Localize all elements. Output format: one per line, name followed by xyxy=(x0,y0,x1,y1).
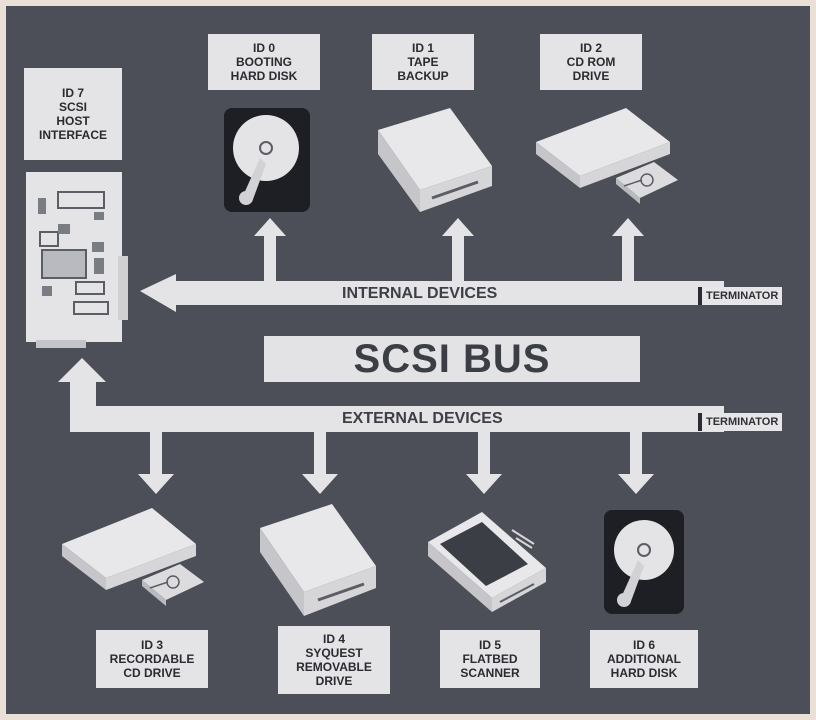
internal-bus-arrow xyxy=(140,274,724,312)
device-label-line: BOOTING xyxy=(236,55,292,69)
internal-branch-arrow xyxy=(442,218,474,281)
device-label-id5: ID 5 FLATBED SCANNER xyxy=(440,630,540,688)
terminator-external: TERMINATOR xyxy=(698,413,783,431)
external-branch-arrow xyxy=(138,432,174,494)
device-label-line: ID 2 xyxy=(579,41,602,55)
device-label-line: DRIVE xyxy=(315,674,353,688)
host-label-line: HOST xyxy=(56,114,90,128)
device-label-line: ADDITIONAL xyxy=(607,652,681,666)
device-label-line: REMOVABLE xyxy=(296,660,372,674)
device-label-id0: ID 0 BOOTING HARD DISK xyxy=(208,34,320,90)
device-label-line: TAPE xyxy=(407,55,439,69)
external-devices-label: EXTERNAL DEVICES xyxy=(342,410,503,427)
internal-branch-arrow xyxy=(612,218,644,281)
device-label-id1: ID 1 TAPE BACKUP xyxy=(372,34,474,90)
device-label-id4: ID 4 SYQUEST REMOVABLE DRIVE xyxy=(278,626,390,694)
external-branch-arrow xyxy=(466,432,502,494)
device-label-line: CD DRIVE xyxy=(123,666,181,680)
scsi-bus-title: SCSI BUS xyxy=(264,336,640,382)
external-branch-arrow xyxy=(302,432,338,494)
device-label-line: ID 6 xyxy=(632,638,655,652)
cd-drive-icon xyxy=(536,108,678,204)
device-label-line: CD ROM xyxy=(566,55,616,69)
device-label-line: FLATBED xyxy=(462,652,518,666)
external-branch-arrow xyxy=(618,432,654,494)
device-label-line: SCANNER xyxy=(460,666,520,680)
device-label-line: HARD DISK xyxy=(610,666,678,680)
device-label-line: ID 0 xyxy=(252,41,275,55)
host-label-line: ID 7 xyxy=(61,86,84,100)
device-label-line: RECORDABLE xyxy=(109,652,195,666)
device-label-line: HARD DISK xyxy=(230,69,298,83)
device-label-line: ID 1 xyxy=(411,41,434,55)
removable-drive-icon xyxy=(260,504,376,616)
host-label-line: INTERFACE xyxy=(38,128,107,142)
device-label-line: ID 4 xyxy=(322,632,345,646)
hard-disk-icon xyxy=(224,108,310,212)
device-label-line: ID 5 xyxy=(478,638,501,652)
external-bus-arrow xyxy=(58,358,724,432)
device-label-id6: ID 6 ADDITIONAL HARD DISK xyxy=(590,630,698,688)
device-label-line: ID 3 xyxy=(140,638,163,652)
host-card-icon xyxy=(26,172,128,348)
device-label-id3: ID 3 RECORDABLE CD DRIVE xyxy=(96,630,208,688)
device-label-id2: ID 2 CD ROM DRIVE xyxy=(540,34,642,90)
scanner-icon xyxy=(428,512,546,612)
cd-drive-icon xyxy=(62,508,204,606)
host-label: ID 7 SCSI HOST INTERFACE xyxy=(24,68,122,160)
device-label-line: BACKUP xyxy=(397,69,449,83)
terminator-internal: TERMINATOR xyxy=(698,287,783,305)
host-label-line: SCSI xyxy=(58,100,87,114)
internal-devices-label: INTERNAL DEVICES xyxy=(342,285,498,302)
device-label-line: SYQUEST xyxy=(305,646,363,660)
tape-drive-icon xyxy=(378,108,492,212)
device-label-line: DRIVE xyxy=(572,69,610,83)
internal-branch-arrow xyxy=(254,218,286,281)
hard-disk-icon xyxy=(604,510,684,614)
